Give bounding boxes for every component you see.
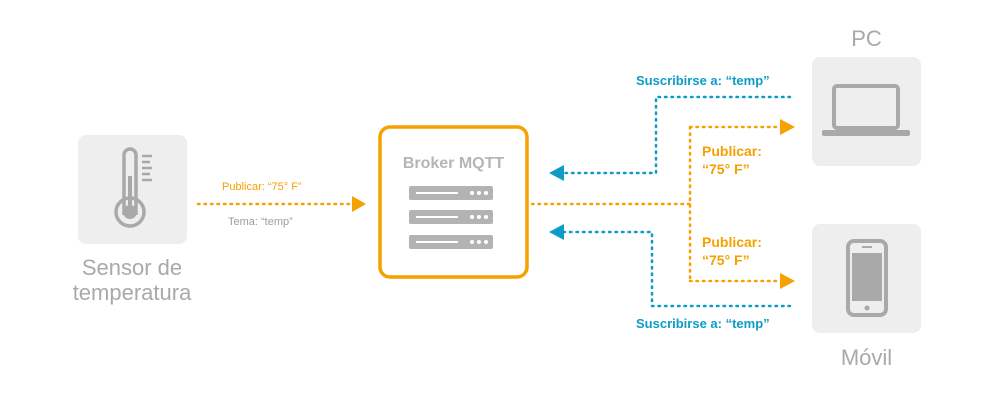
pc-subscribe-label: Suscribirse a: “temp” xyxy=(636,73,770,88)
subscribe-arrow-pc xyxy=(549,165,564,181)
pc-publish-line1: Publicar: xyxy=(702,143,762,159)
sensor-publish-label: Publicar: “75° F” xyxy=(222,181,302,193)
mobile-subscribe-label: Suscribirse a: “temp” xyxy=(636,316,770,331)
thermometer-icon xyxy=(114,147,152,228)
sensor-label-line1: Sensor de xyxy=(81,255,183,280)
sensor-label-line2: temperatura xyxy=(72,280,192,305)
mobile-label: Móvil xyxy=(840,345,893,370)
broker-title: Broker MQTT xyxy=(402,155,505,172)
pc-tile xyxy=(812,57,921,166)
smartphone-icon xyxy=(846,239,888,317)
laptop-icon xyxy=(822,84,910,136)
sensor-label: Sensor de temperatura xyxy=(52,255,212,305)
subscribe-lines xyxy=(562,95,792,308)
broker-frame xyxy=(378,125,529,279)
broker-distribution-lines xyxy=(530,125,782,283)
publish-arrow-mobile xyxy=(780,273,795,289)
pc-publish-line2: “75° F” xyxy=(702,161,750,177)
broker-node xyxy=(378,125,529,279)
sensor-topic-label: Tema: “temp” xyxy=(228,216,293,228)
sensor-publish-arrow xyxy=(196,196,366,212)
pc-node xyxy=(812,57,921,166)
publish-arrow-pc xyxy=(780,119,795,135)
sensor-tile xyxy=(78,135,187,244)
subscribe-arrow-mobile xyxy=(549,224,564,240)
server-rack-icon xyxy=(409,186,493,249)
mobile-publish-line1: Publicar: xyxy=(702,234,762,250)
sensor-node xyxy=(78,135,187,244)
mobile-node xyxy=(812,224,921,333)
mobile-publish-line2: “75° F” xyxy=(702,252,750,268)
mobile-publish-label: Publicar: “75° F” xyxy=(702,233,762,269)
pc-publish-label: Publicar: “75° F” xyxy=(702,142,762,178)
pc-label: PC xyxy=(851,26,882,51)
